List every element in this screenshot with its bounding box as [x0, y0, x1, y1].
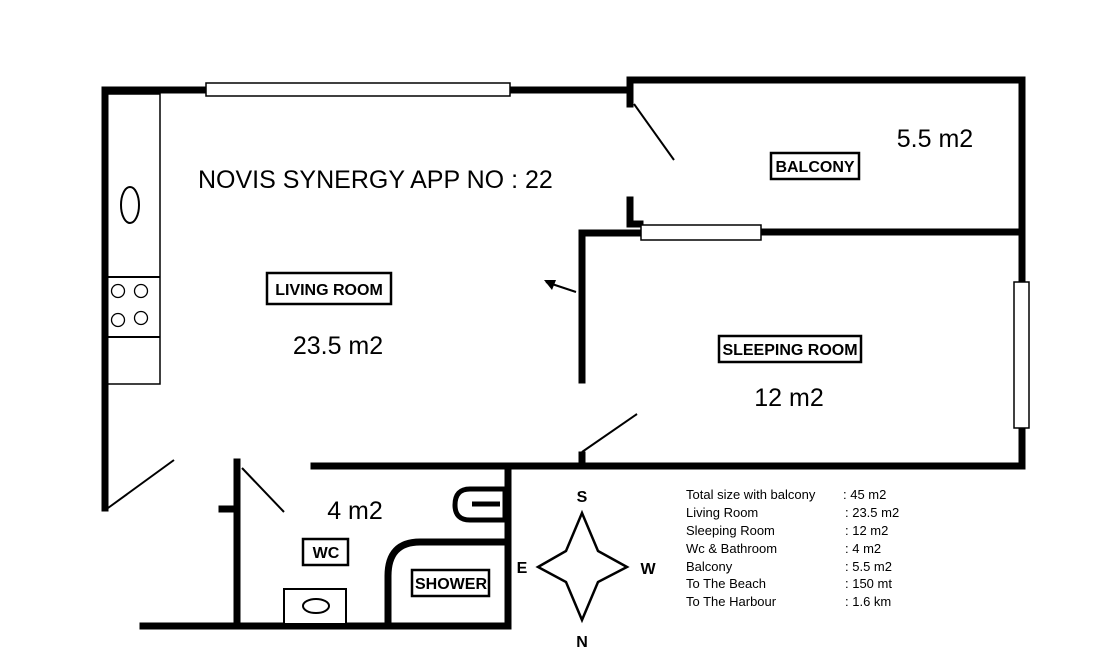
wc-label: WC — [313, 545, 340, 562]
wc-area: 4 m2 — [327, 497, 383, 525]
compass-rose-icon — [535, 509, 630, 624]
wc-door — [241, 467, 285, 513]
walls — [101, 76, 1026, 630]
window-sleeping-right — [1013, 281, 1030, 429]
entrance-door — [107, 459, 175, 509]
window-living-top — [205, 82, 511, 97]
info-value: : 45 m2 — [843, 487, 886, 502]
plan-title: NOVIS SYNERGY APP NO : 22 — [198, 166, 553, 194]
info-table: Total size with balcony : 45 m2 Living R… — [686, 487, 899, 609]
info-value: : 150 mt — [845, 576, 892, 591]
info-value: : 12 m2 — [845, 523, 888, 538]
info-label: To The Harbour — [686, 594, 777, 609]
kitchen-counter — [106, 93, 161, 385]
info-label: Sleeping Room — [686, 523, 775, 538]
sleeping-room-door — [581, 413, 638, 453]
balcony-door — [633, 103, 675, 161]
info-value: : 1.6 km — [845, 594, 891, 609]
info-value: : 5.5 m2 — [845, 559, 892, 574]
info-label: Balcony — [686, 559, 733, 574]
balcony-area: 5.5 m2 — [897, 125, 973, 153]
compass-south-label: S — [577, 489, 588, 506]
sleeping-room-area: 12 m2 — [754, 384, 823, 412]
window-balcony-door — [640, 224, 762, 241]
living-room-label: LIVING ROOM — [275, 282, 383, 299]
shower-label: SHOWER — [415, 576, 487, 593]
balcony-label: BALCONY — [775, 159, 854, 176]
sleeping-room-label: SLEEPING ROOM — [722, 342, 857, 359]
sink-icon — [120, 186, 140, 224]
info-value: : 23.5 m2 — [845, 505, 899, 520]
toilet-icon — [452, 486, 508, 523]
compass-east-label: E — [517, 560, 528, 577]
stove-icon — [110, 283, 149, 328]
living-room-area: 23.5 m2 — [293, 332, 383, 360]
washbasin-icon — [283, 588, 347, 625]
info-label: Living Room — [686, 505, 758, 520]
compass-north-label: N — [576, 634, 588, 651]
doors — [107, 103, 675, 513]
compass-west-label: W — [640, 561, 656, 578]
info-label: Total size with balcony — [686, 487, 816, 502]
info-value: : 4 m2 — [845, 541, 881, 556]
info-label: To The Beach — [686, 576, 766, 591]
info-label: Wc & Bathroom — [686, 541, 777, 556]
shower-tray — [384, 538, 506, 626]
arrow-icon — [544, 280, 577, 293]
